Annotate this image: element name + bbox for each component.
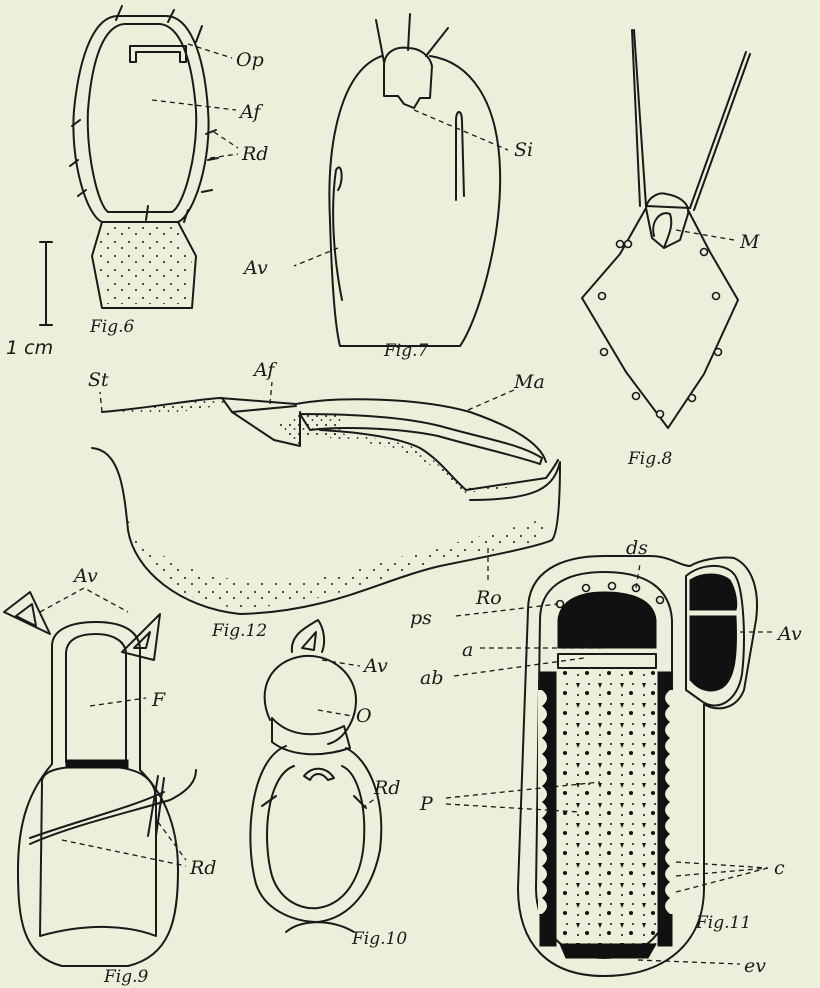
fig8-pores [599,241,722,418]
fig9-drawing: Fig.9 Av F Rd [4,565,216,987]
fig11-label-ds: ds [626,537,648,559]
fig10-label-rd: Rd [373,777,400,799]
fig12-drawing: Fig.12 St Af Ma Ro [88,359,560,641]
fig9-caption: Fig.9 [103,967,149,987]
fig10-label-o: O [356,705,372,727]
fig11-drawing: Fig.11 ds ps Av a ab P c ev [410,537,802,977]
fig6-drawing: Fig.6 Op Af Rd [70,6,268,337]
fig11-label-ps: ps [410,607,432,629]
fig11-label-c: c [774,857,785,879]
fig11-label-av: Av [776,623,802,645]
fig6-label-rd: Rd [241,143,268,165]
fig7-label-si: Si [514,139,533,161]
fig12-label-st: St [88,369,109,391]
fig8-label-m: M [739,231,760,253]
fig11-label-ab: ab [420,667,444,689]
fig9-label-rd: Rd [189,857,216,879]
fig10-label-av: Av [362,655,388,677]
fig12-label-af: Af [252,359,277,381]
scale-bar: 1 cm [6,242,53,359]
fig11-label-ev: ev [744,955,766,977]
fig7-label-av: Av [242,257,268,279]
fig11-caption: Fig.11 [695,913,751,933]
fig9-label-f: F [151,689,166,711]
fig8-drawing: Fig.8 M [582,30,760,469]
fig12-caption: Fig.12 [211,621,267,641]
fig12-label-ro: Ro [475,587,502,609]
fig10-drawing: Fig.10 Av O Rd [250,620,407,949]
fig7-drawing: Fig.7 Si Av [242,14,533,361]
fig9-label-av: Av [72,565,98,587]
fig8-caption: Fig.8 [627,449,673,469]
fig10-caption: Fig.10 [351,929,407,949]
fig11-label-a: a [462,639,473,661]
fig12-label-ma: Ma [513,371,545,393]
fig6-caption: Fig.6 [89,317,135,337]
fig11-label-p: P [419,793,434,815]
fig6-label-op: Op [236,49,264,71]
fig6-label-af: Af [238,101,263,123]
fig7-caption: Fig.7 [383,341,429,361]
scale-bar-label: 1 cm [6,337,53,359]
